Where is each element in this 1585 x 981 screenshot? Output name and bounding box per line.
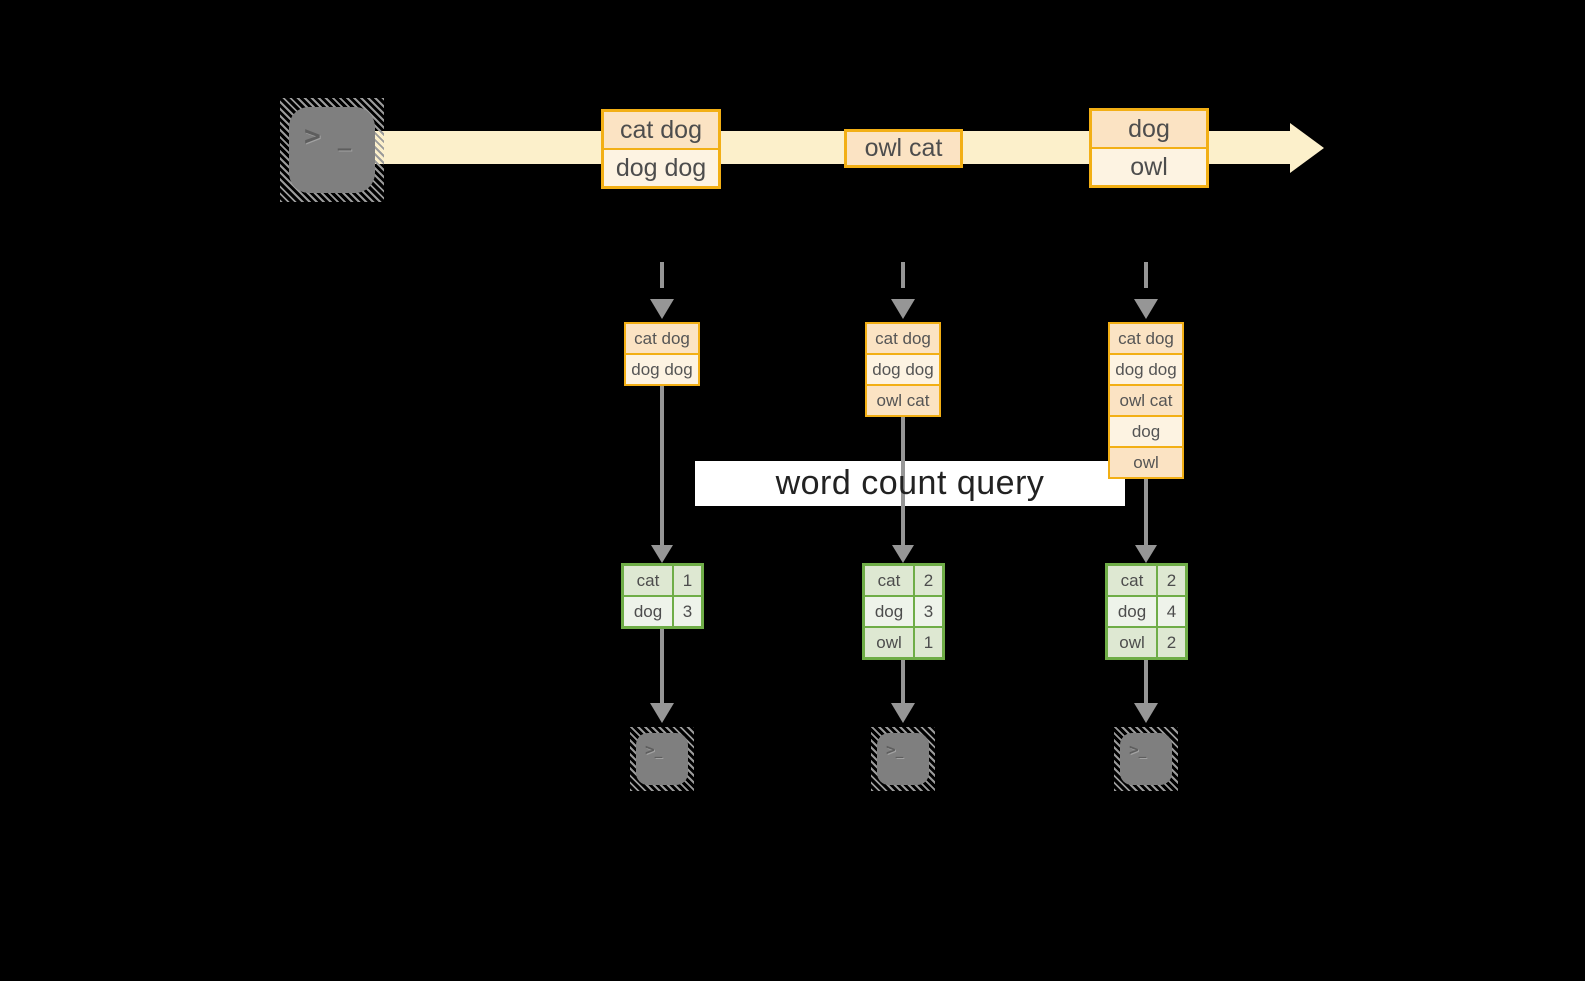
terminal-prompt-icon: >_ (645, 740, 663, 759)
output-terminal-icon: >_ (871, 727, 935, 791)
batch-item: dog (1092, 111, 1206, 147)
buffer-item: owl (1110, 448, 1182, 477)
buffer-stack-3: cat dog dog dog owl cat dog owl (1108, 322, 1184, 479)
buffer-item: owl cat (1110, 386, 1182, 415)
query-arrow-line (1144, 478, 1148, 545)
stream-batch-1: cat dog dog dog (601, 109, 721, 189)
count-word: owl (1108, 628, 1156, 657)
buffer-stack-2: cat dog dog dog owl cat (865, 322, 941, 417)
buffer-item: dog dog (1110, 355, 1182, 384)
terminal-body: >_ (636, 733, 688, 785)
batch-item: owl cat (847, 132, 960, 165)
count-value: 3 (915, 597, 942, 626)
query-arrowhead-icon (651, 545, 673, 563)
buffer-item: dog dog (867, 355, 939, 384)
ingest-arrowhead-icon (650, 299, 674, 319)
output-arrow-line (1144, 660, 1148, 705)
query-banner-background (695, 461, 1125, 506)
count-word: dog (624, 597, 672, 626)
ingest-arrowhead-icon (891, 299, 915, 319)
batch-item: cat dog (604, 112, 718, 148)
count-value: 1 (674, 566, 701, 595)
query-arrow-line (660, 385, 664, 545)
buffer-item: cat dog (867, 324, 939, 353)
stream-arrowhead-icon (1290, 123, 1324, 173)
buffer-item: cat dog (1110, 324, 1182, 353)
terminal-body: >_ (1120, 733, 1172, 785)
output-arrow-line (901, 660, 905, 705)
count-value: 2 (1158, 628, 1185, 657)
output-arrowhead-icon (1134, 703, 1158, 723)
batch-item: dog dog (604, 150, 718, 186)
buffer-item: dog dog (626, 355, 698, 384)
count-value: 2 (915, 566, 942, 595)
output-terminal-icon: >_ (630, 727, 694, 791)
ingest-arrow-dash (1144, 262, 1148, 288)
count-word: cat (1108, 566, 1156, 595)
count-word: dog (865, 597, 913, 626)
stream-batch-3: dog owl (1089, 108, 1209, 188)
buffer-item: owl cat (867, 386, 939, 415)
buffer-stack-1: cat dog dog dog (624, 322, 700, 386)
count-word: cat (865, 566, 913, 595)
terminal-prompt-icon: >_ (886, 740, 904, 759)
buffer-item: dog (1110, 417, 1182, 446)
output-arrowhead-icon (891, 703, 915, 723)
batch-item: owl (1092, 149, 1206, 185)
count-table-3: cat 2 dog 4 owl 2 (1105, 563, 1188, 660)
buffer-item: cat dog (626, 324, 698, 353)
output-arrowhead-icon (650, 703, 674, 723)
query-banner-label: word count query (775, 464, 1045, 502)
ingest-arrow-dash (660, 262, 664, 288)
ingest-arrowhead-icon (1134, 299, 1158, 319)
query-arrow-line (901, 416, 905, 545)
count-word: dog (1108, 597, 1156, 626)
count-word: cat (624, 566, 672, 595)
terminal-body: > _ (289, 107, 375, 193)
terminal-body: >_ (877, 733, 929, 785)
output-arrow-line (660, 629, 664, 705)
terminal-prompt-icon: >_ (1129, 740, 1147, 759)
output-terminal-icon: >_ (1114, 727, 1178, 791)
query-arrowhead-icon (892, 545, 914, 563)
terminal-prompt-icon: > _ (304, 119, 352, 152)
count-value: 3 (674, 597, 701, 626)
count-table-2: cat 2 dog 3 owl 1 (862, 563, 945, 660)
count-table-1: cat 1 dog 3 (621, 563, 704, 629)
stream-batch-2: owl cat (844, 129, 963, 168)
query-arrowhead-icon (1135, 545, 1157, 563)
ingest-arrow-dash (901, 262, 905, 288)
source-terminal-icon: > _ (280, 98, 384, 202)
count-value: 2 (1158, 566, 1185, 595)
count-word: owl (865, 628, 913, 657)
count-value: 1 (915, 628, 942, 657)
count-value: 4 (1158, 597, 1185, 626)
